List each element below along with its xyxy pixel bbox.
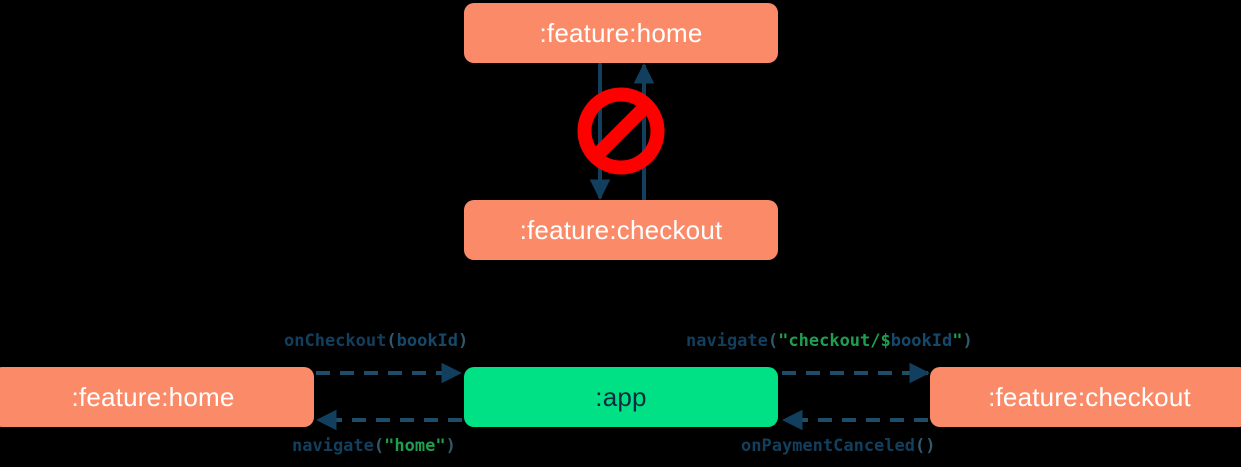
token-string: home <box>394 436 436 456</box>
token-open-paren: ( <box>386 331 397 351</box>
node-feature-checkout-top[interactable]: :feature:checkout <box>464 200 778 260</box>
node-label: :app <box>595 381 647 412</box>
token-close-quote: " <box>952 331 963 351</box>
node-feature-home-bottom[interactable]: :feature:home <box>0 367 314 427</box>
token-close-paren: ) <box>925 436 936 456</box>
token-argument: bookId <box>890 331 953 351</box>
token-close-paren: ) <box>445 436 456 456</box>
token-open-paren: ( <box>915 436 926 456</box>
token-open-paren: ( <box>767 331 779 351</box>
node-label: :feature:home <box>539 17 703 48</box>
token-argument: bookId <box>396 331 459 351</box>
token-string: checkout/ <box>788 331 881 351</box>
node-feature-checkout-bottom[interactable]: :feature:checkout <box>930 367 1241 427</box>
token-close-quote: " <box>435 436 446 456</box>
token-close-paren: ) <box>458 331 469 351</box>
edge-label-on-checkout: onCheckout(bookId) <box>284 333 468 350</box>
token-function: onCheckout <box>284 331 387 351</box>
token-function: onPaymentCanceled <box>741 436 915 456</box>
edge-label-navigate-checkout: navigate("checkout/$bookId") <box>686 333 973 350</box>
token-open-quote: " <box>778 331 789 351</box>
token-function: navigate <box>292 436 374 456</box>
node-label: :feature:checkout <box>519 214 723 245</box>
node-label: :feature:home <box>71 381 235 412</box>
node-label: :feature:checkout <box>988 381 1191 412</box>
edge-label-navigate-home: navigate("home") <box>292 438 456 455</box>
node-app[interactable]: :app <box>464 367 778 427</box>
token-dollar: $ <box>880 331 891 351</box>
node-feature-home-top[interactable]: :feature:home <box>464 3 778 63</box>
token-open-quote: " <box>384 436 395 456</box>
no-entry-icon <box>577 87 665 175</box>
token-function: navigate <box>686 331 768 351</box>
token-open-paren: ( <box>373 436 385 456</box>
token-close-paren: ) <box>962 331 973 351</box>
edge-label-on-payment-canceled: onPaymentCanceled() <box>741 438 936 455</box>
